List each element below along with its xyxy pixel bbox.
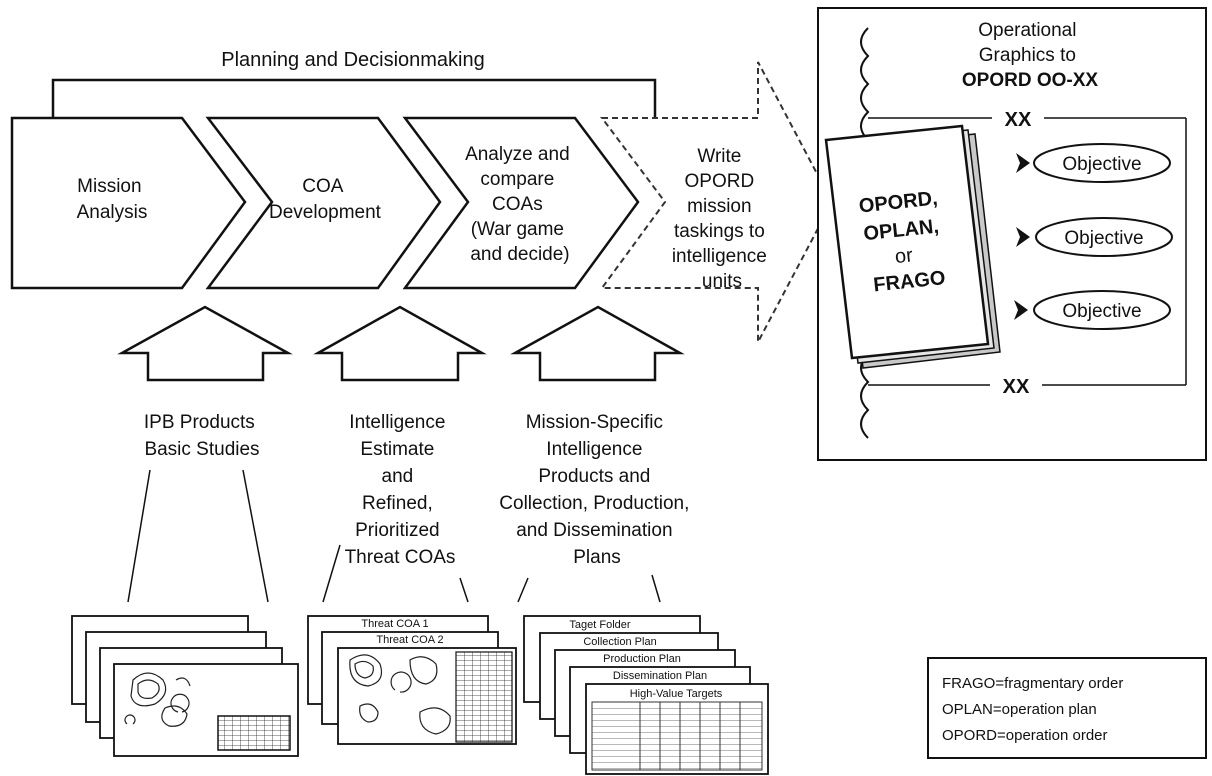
order-book <box>824 124 1001 369</box>
objective-3 <box>1033 290 1171 330</box>
chevron-coa-development <box>205 116 442 290</box>
input-intelligence-label: Intelligence Estimate and Refined, Prior… <box>345 412 456 568</box>
threat-coa-1-label: Threat COA 1 <box>361 618 428 630</box>
objective-1-label: Objective <box>1062 154 1141 175</box>
abbreviation-legend: FRAGO=fragmentary order OPLAN=operation … <box>927 657 1207 759</box>
op-graphics-title: Operational Graphics to OPORD OO-XX <box>962 20 1099 91</box>
process-chevrons <box>10 61 834 343</box>
high-value-targets-label: High-Value Targets <box>630 688 723 700</box>
objective-2-label: Objective <box>1064 228 1143 249</box>
production-plan-label: Production Plan <box>603 653 681 665</box>
terrain-sketch <box>124 672 191 727</box>
objective-2 <box>1035 217 1173 257</box>
collection-plan-label: Collection Plan <box>583 636 656 648</box>
boundary-top-label: XX <box>1005 109 1032 131</box>
objective-1 <box>1033 143 1171 183</box>
chevron-right-icon <box>1016 227 1030 247</box>
write-opord-arrow <box>600 61 834 343</box>
up-arrow-intelligence <box>313 305 487 382</box>
threat-coa-2-label: Threat COA 2 <box>376 634 443 646</box>
chevron-right-icon <box>1014 300 1028 320</box>
legend-oplan: OPLAN=operation plan <box>942 701 1097 718</box>
legend-opord: OPORD=operation order <box>942 727 1108 744</box>
input-mission-specific-label: Mission-Specific Intelligence Products a… <box>499 412 694 568</box>
legend-frago: FRAGO=fragmentary order <box>942 675 1123 692</box>
write-opord-label: Write OPORD mission taskings to intellig… <box>672 146 772 292</box>
planning-label: Planning and Decisionmaking <box>221 49 485 71</box>
ipb-products-stack <box>71 615 299 757</box>
connector-lines <box>127 469 661 603</box>
chevron-right-icon <box>1016 153 1030 173</box>
objective-3-label: Objective <box>1062 301 1141 322</box>
dissemination-plan-label: Dissemination Plan <box>613 670 707 682</box>
threat-coa-stack <box>307 615 517 745</box>
step-coa-development-label: COA Development <box>269 176 382 223</box>
objectives <box>1014 143 1173 330</box>
plans-stack <box>523 615 769 775</box>
step-analyze-compare-label: Analyze and compare COAs (War game and d… <box>465 144 575 265</box>
chevron-mission-analysis <box>10 116 247 290</box>
boundary-bottom-label: XX <box>1003 376 1030 398</box>
input-ipb-label: IPB Products Basic Studies <box>144 412 260 460</box>
chevron-analyze-compare <box>402 116 640 290</box>
feed-arrows <box>117 305 685 382</box>
threat-map-sketch <box>349 654 451 735</box>
up-arrow-ipb <box>117 305 293 382</box>
planning-bracket: Planning and Decisionmaking <box>51 49 657 118</box>
up-arrow-mission-specific <box>510 305 685 382</box>
step-mission-analysis-label: Mission Analysis <box>77 176 148 223</box>
target-folder-label: Taget Folder <box>569 619 630 631</box>
